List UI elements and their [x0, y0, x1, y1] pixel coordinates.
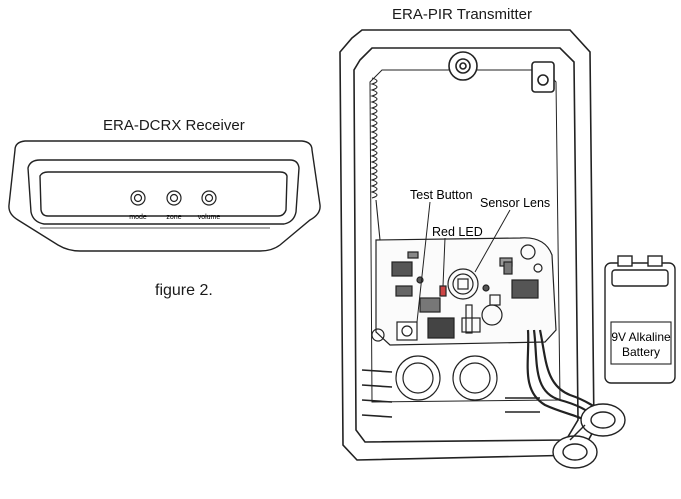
battery-label-line1: 9V Alkaline [611, 330, 671, 344]
receiver-knobs [130, 190, 217, 206]
callout-line-red-led [442, 237, 446, 287]
callout-line-test-button [416, 201, 431, 323]
callout-red-led: Red LED [432, 225, 483, 239]
lower-compartments [395, 355, 498, 401]
knob-label-zone: zone [166, 214, 181, 221]
callout-sensor-lens: Sensor Lens [480, 196, 550, 210]
transmitter-title: ERA-PIR Transmitter [392, 6, 533, 23]
sensor-lens [447, 268, 479, 300]
callout-test-button: Test Button [410, 188, 473, 202]
knob-label-volume: volume [198, 214, 221, 221]
knob-label-mode: mode [129, 214, 147, 221]
circuit-board [371, 237, 557, 346]
battery-snap-connector [552, 403, 626, 469]
receiver-title: ERA-DCRX Receiver [103, 117, 245, 134]
receiver-unit [8, 140, 321, 252]
figure-caption: figure 2. [155, 282, 213, 299]
red-led [439, 285, 447, 297]
callout-line-sensor-lens [474, 209, 511, 273]
battery-label-line2: Battery [622, 345, 660, 359]
nine-volt-battery [604, 255, 676, 384]
test-button [396, 321, 418, 341]
callout-lines [416, 201, 511, 323]
